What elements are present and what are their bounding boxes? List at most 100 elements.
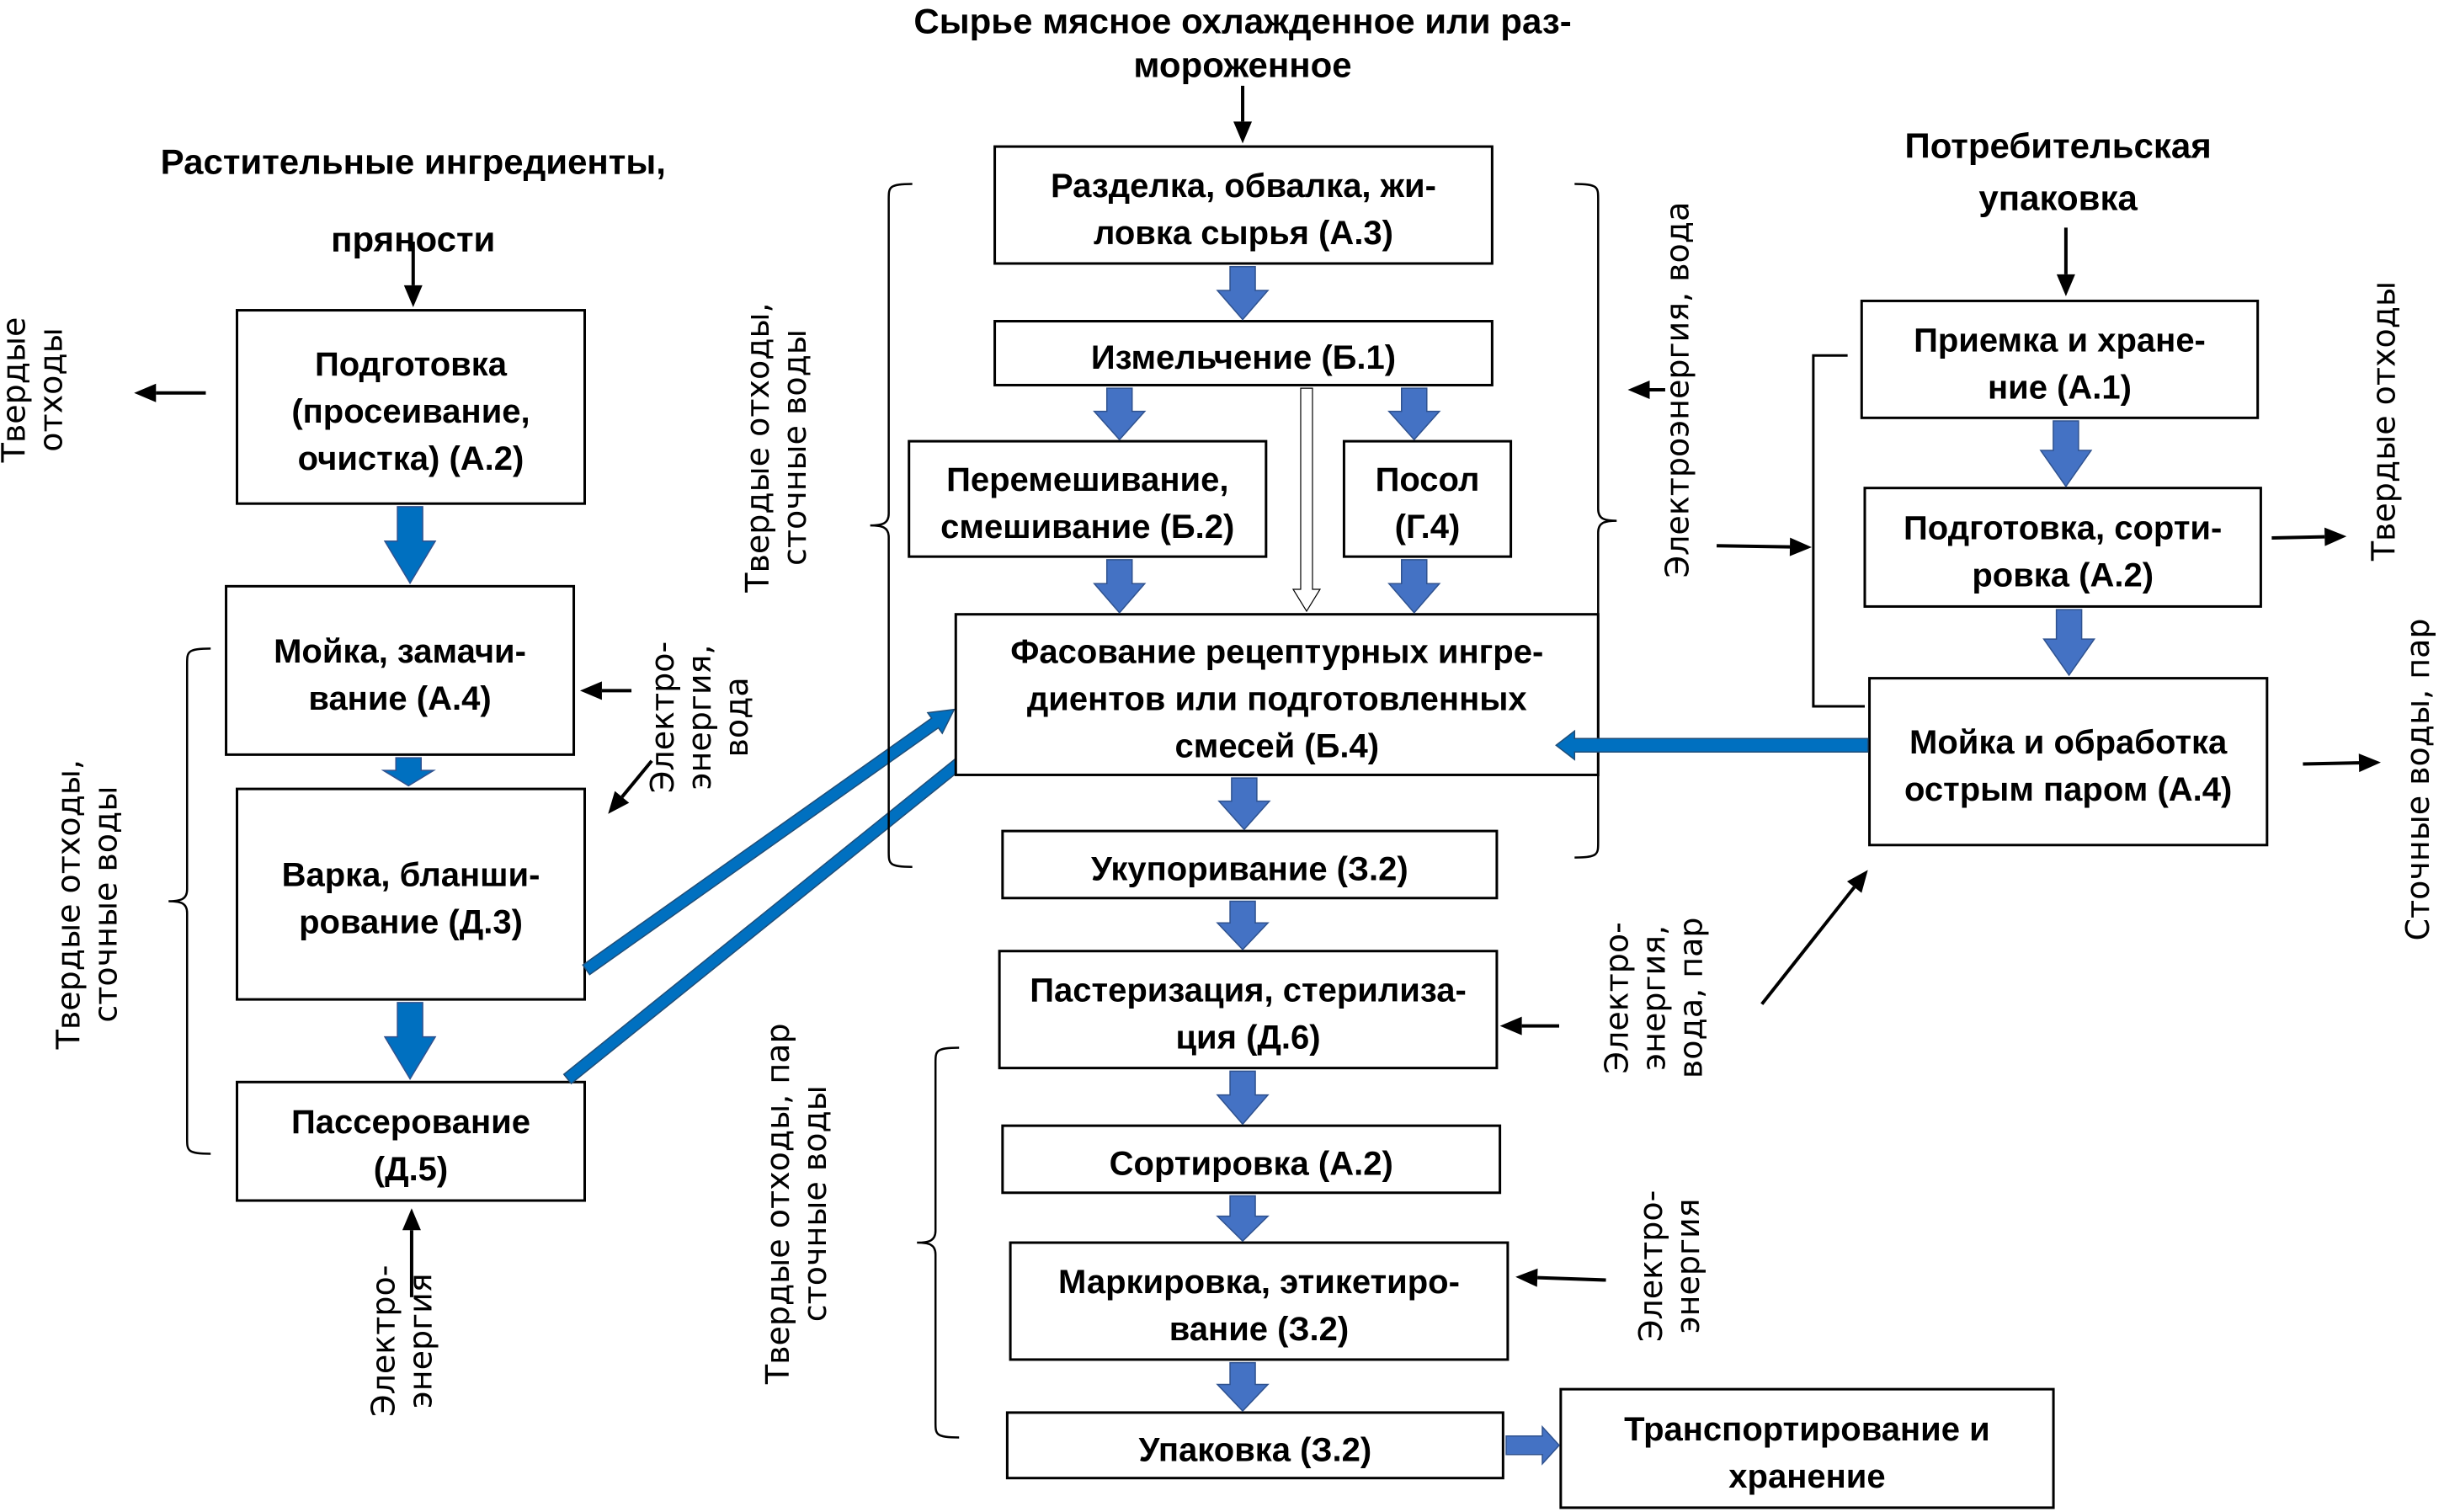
flow-arrow-icon: [1093, 559, 1147, 614]
box-cutting-deboning-label-line: ловка сырья (А.3): [1094, 215, 1393, 252]
box-prep-sifting-label-line: Подготовка: [315, 346, 508, 383]
label-energy-water-line: энергия,: [681, 645, 718, 791]
label-energy-center: Электро-энергия: [1632, 1190, 1707, 1342]
box-prep-sifting-label-line: очистка) (А.2): [298, 440, 524, 477]
input-arrow-icon: [1515, 1268, 1606, 1287]
box-capping-label-line: Укупоривание (З.2): [1091, 850, 1408, 887]
box-prep-sorting[interactable]: [1863, 487, 2262, 608]
flow-arrow-icon: [1217, 777, 1271, 831]
box-labeling-label-line: Маркировка, этикетиро-: [1058, 1264, 1460, 1301]
box-labeling[interactable]: [1009, 1241, 1510, 1361]
label-energy-center-line: Электро-: [1632, 1190, 1669, 1342]
box-washing-steam[interactable]: [1868, 677, 2269, 847]
label-solid-waste-line: отходы: [33, 327, 70, 451]
box-mixing-label: Перемешивание, смешивание (Б.2): [940, 461, 1234, 546]
input-arrow-icon: [402, 1208, 421, 1297]
label-energy-water-center-line: Электроэнергия, вода: [1659, 202, 1696, 578]
label-energy-water-steam-line: энергия,: [1636, 925, 1673, 1071]
meat-raw-material-title-line: Сырье мясное охлажденное или раз-: [913, 1, 1571, 40]
box-mixing-label-line: Перемешивание,: [946, 461, 1228, 498]
box-capping[interactable]: [1001, 829, 1499, 900]
box-packing[interactable]: [1005, 1411, 1504, 1480]
label-energy-water-line: Электро-: [644, 642, 681, 793]
box-washing-soaking[interactable]: [225, 584, 576, 756]
flow-arrow-icon: [1216, 900, 1270, 950]
box-transport-storage[interactable]: [1559, 1387, 2055, 1509]
box-prep-sifting-label: Подготовка (просеивание, очистка) (А.2): [291, 346, 530, 477]
label-solid-waste-water: Твердые отходы,сточные воды: [50, 759, 124, 1050]
label-solid-waste-steam-line: сточные воды: [796, 1085, 833, 1322]
input-arrow-icon: [1717, 537, 1813, 556]
box-labeling-label: Маркировка, этикетиро-вание (З.2): [1058, 1264, 1460, 1348]
input-arrow-icon: [1760, 870, 1868, 1005]
box-boiling-blanching-label: Варка, бланши-рование (Д.3): [282, 857, 540, 941]
box-transport-storage-label-line: хранение: [1728, 1458, 1885, 1495]
label-solid-waste-water-center: Твердые отходы,сточные воды: [739, 302, 813, 593]
center-lower-bracket: [917, 1046, 960, 1439]
box-sterilization-label: Пастеризация, стерилиза-ция (Д.6): [1030, 972, 1466, 1057]
box-sterilization[interactable]: [998, 950, 1499, 1070]
box-dosing-ingredients-label-line: смесей (Б.4): [1175, 728, 1380, 765]
box-mixing-label-line: смешивание (Б.2): [940, 508, 1234, 546]
label-energy-water-line: вода: [718, 677, 755, 757]
box-prep-sifting-label-line: (просеивание,: [291, 393, 530, 430]
label-energy-water: Электро-энергия,вода: [644, 642, 755, 793]
flow-arrow-icon: [383, 506, 437, 585]
label-waste-water-steam-line: Сточные воды, пар: [2399, 618, 2436, 940]
box-prep-sifting[interactable]: [236, 309, 586, 505]
box-grinding[interactable]: [993, 320, 1494, 386]
box-sterilization-label-line: Пастеризация, стерилиза-: [1030, 972, 1466, 1009]
input-arrow-icon: [2056, 227, 2075, 296]
box-cutting-deboning-label: Разделка, обвалка, жи-ловка сырья (А.3): [1051, 168, 1436, 252]
box-mixing[interactable]: [908, 439, 1268, 558]
flow-arrow-icon: [1216, 1070, 1270, 1126]
box-salting-label: Посол(Г.4): [1376, 461, 1480, 546]
output-arrow-icon: [2303, 753, 2382, 773]
box-receiving-storage[interactable]: [1860, 299, 2260, 419]
left-bracket: [168, 647, 211, 1155]
box-washing-soaking-label-line: Мойка, замачи-: [274, 633, 526, 670]
hollow-flow-arrow-icon: [1291, 387, 1322, 613]
box-dosing-ingredients-label-line: Фасование рецептурных ингре-: [1010, 634, 1543, 671]
plant-ingredients-title-line: Растительные ингредиенты,: [161, 142, 666, 182]
output-arrow-icon: [2271, 527, 2347, 546]
box-dosing-ingredients[interactable]: [954, 613, 1600, 776]
box-sauteing-label-line: Пассерование: [291, 1104, 530, 1141]
box-washing-steam-label-line: Мойка и обработка: [1909, 724, 2228, 761]
label-waste-water-steam: Сточные воды, пар: [2399, 618, 2436, 940]
flow-arrow-icon: [1093, 387, 1147, 441]
box-boiling-blanching[interactable]: [236, 787, 586, 1001]
label-energy-line: энергия: [402, 1273, 439, 1408]
box-receiving-storage-label-line: Приемка и хране-: [1914, 322, 2206, 359]
box-salting[interactable]: [1342, 439, 1513, 558]
meat-raw-material-title: Сырье мясное охлажденное или раз-морожен…: [913, 1, 1571, 84]
flow-arrow-icon: [1387, 387, 1441, 441]
box-boiling-blanching-label-line: рование (Д.3): [299, 904, 523, 941]
label-solid-waste-water-center-line: сточные воды: [776, 329, 813, 566]
transfer-arrow-icon: [1555, 729, 1869, 761]
flow-arrow-icon: [383, 1002, 437, 1081]
box-cutting-deboning[interactable]: [993, 145, 1494, 265]
box-prep-sorting-label-line: ровка (А.2): [1972, 557, 2154, 594]
center-right-bracket: [1574, 183, 1617, 859]
label-solid-waste-water-line: сточные воды: [87, 786, 124, 1023]
transfer-arrow-icon: [582, 708, 956, 976]
box-packing-label: Упаковка (З.2): [1139, 1431, 1372, 1468]
label-energy-center-line: энергия: [1669, 1198, 1707, 1334]
consumer-packaging-title-line: Потребительская: [1905, 126, 2212, 166]
box-sauteing[interactable]: [236, 1080, 586, 1202]
output-arrow-icon: [134, 383, 206, 402]
input-arrow-icon: [579, 681, 632, 700]
flow-arrow-icon: [1216, 1195, 1270, 1243]
flow-arrow-icon: [381, 757, 436, 787]
box-sorting[interactable]: [1001, 1124, 1502, 1195]
plant-ingredients-title: Растительные ингредиенты,пряности: [161, 142, 666, 259]
label-energy-water-steam: Электро-энергия,вода, пар: [1599, 917, 1710, 1078]
box-dosing-ingredients-label-line: диентов или подготовленных: [1027, 681, 1527, 718]
flow-arrow-icon: [1505, 1424, 1561, 1466]
box-salting-label-line: (Г.4): [1395, 508, 1461, 546]
label-solid-waste-water-line: Твердые отходы,: [50, 759, 87, 1050]
